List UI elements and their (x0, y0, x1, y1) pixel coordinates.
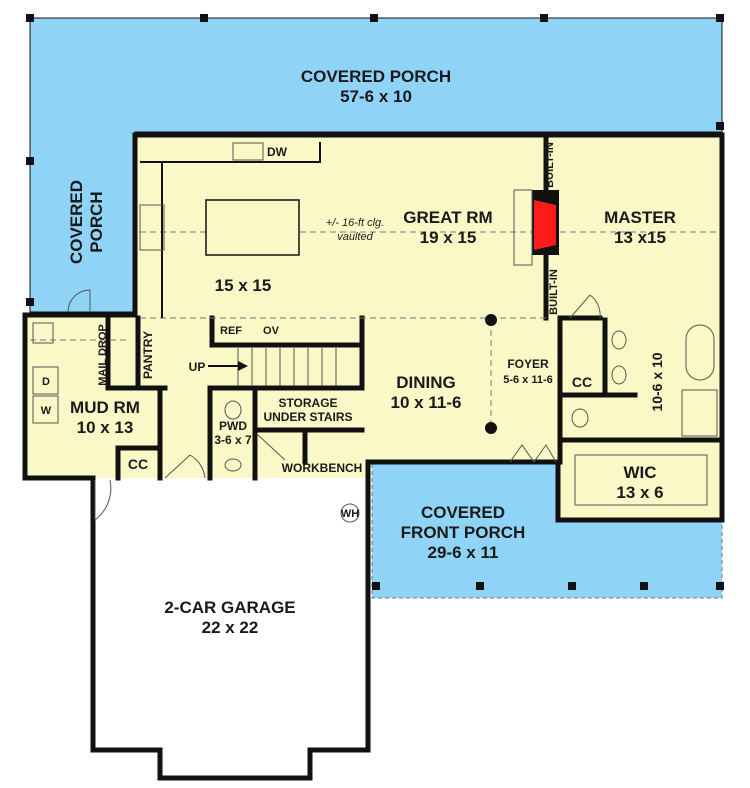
dining-size: 10 x 11-6 (391, 393, 462, 412)
foyer-label: FOYER (507, 357, 549, 371)
mud-room-size: 10 x 13 (77, 418, 134, 437)
hearth (513, 189, 533, 266)
dryer-label: D (42, 376, 50, 388)
toilet-icon (224, 400, 242, 420)
cooktop-icon (139, 204, 165, 251)
master-door[interactable] (569, 294, 601, 319)
kitchen-counter (139, 142, 321, 318)
ceiling-note: +/- 16-ft clg. (326, 217, 384, 229)
wic-shelving (574, 454, 708, 506)
kitchen-sink-icon (232, 142, 264, 161)
column (485, 314, 497, 326)
powder-label: PWD (219, 419, 247, 433)
column (485, 422, 497, 434)
interior-walls (105, 137, 725, 481)
up-arrow-head-icon (238, 361, 248, 371)
front-door[interactable] (509, 444, 557, 463)
front-porch-label-2: FRONT PORCH (401, 523, 526, 542)
toilet-icon (571, 408, 589, 428)
ceiling-note-vaulted: vaulted (337, 231, 373, 243)
mud-room-label: MUD RM (70, 398, 140, 417)
laundry-sink-icon (32, 322, 54, 344)
front-porch-size: 29-6 x 11 (428, 543, 499, 562)
ceiling-lines (30, 231, 718, 428)
storage-label-1: STORAGE (278, 396, 337, 410)
exterior-wall-front (22, 312, 561, 781)
master-size: 13 x15 (614, 228, 666, 247)
mail-drop-label: MAIL DROP (97, 324, 109, 386)
built-in-upper-label: BUILT-IN (544, 142, 556, 188)
workbench-label: WORKBENCH (282, 461, 363, 475)
shower-icon (681, 389, 718, 437)
powder-size: 3-6 x 7 (214, 433, 252, 447)
covered-porch-size: 57-6 x 10 (340, 87, 412, 106)
oven-label: OV (263, 325, 280, 337)
dining-label: DINING (396, 373, 456, 392)
kitchen-island (205, 199, 300, 256)
garage-size: 22 x 22 (202, 618, 259, 637)
bathtub-icon (685, 324, 715, 381)
water-heater-icon (340, 503, 360, 523)
water-heater-label: WH (341, 508, 359, 520)
washer (32, 395, 59, 424)
storage-door[interactable] (257, 434, 286, 461)
garage-side-door[interactable] (94, 479, 112, 522)
sink-icon (224, 458, 242, 472)
fireplace-firebox-icon (534, 200, 556, 250)
exterior-wall (132, 132, 725, 523)
side-porch-label-2: PORCH (87, 191, 106, 252)
master-cc-label: CC (572, 374, 592, 390)
great-room-size: 19 x 15 (420, 228, 477, 247)
doors[interactable] (67, 289, 601, 522)
master-label: MASTER (604, 208, 676, 227)
washer-label: W (41, 405, 52, 417)
wic-label: WIC (623, 463, 656, 482)
dishwasher-label: DW (267, 145, 288, 159)
pantry-label: PANTRY (141, 331, 155, 379)
master-bath-size: 10-6 x 10 (649, 352, 665, 411)
stairs-up-label: UP (189, 360, 206, 374)
mud-cc-label: CC (128, 456, 148, 472)
stairs[interactable] (208, 348, 337, 386)
refrigerator-label: REF (220, 325, 242, 337)
sink-icon (611, 330, 627, 350)
dryer (32, 366, 59, 395)
great-room-label: GREAT RM (403, 208, 492, 227)
garage-floor (93, 478, 368, 778)
sink-icon (611, 365, 627, 385)
mud-entry-door[interactable] (164, 454, 206, 479)
front-porch-label-1: COVERED (421, 503, 505, 522)
built-in-lower-label: BUILT-IN (548, 269, 560, 315)
foyer-size: 5-6 x 11-6 (503, 374, 553, 386)
porch-door[interactable] (67, 289, 91, 313)
side-porch-label-1: COVERED (67, 180, 86, 264)
wic-size: 13 x 6 (616, 483, 663, 502)
storage-label-2: UNDER STAIRS (263, 410, 352, 424)
kitchen-size: 15 x 15 (215, 276, 272, 295)
covered-porch-label: COVERED PORCH (301, 67, 451, 86)
garage-label: 2-CAR GARAGE (164, 598, 295, 617)
porch-posts (26, 14, 724, 590)
